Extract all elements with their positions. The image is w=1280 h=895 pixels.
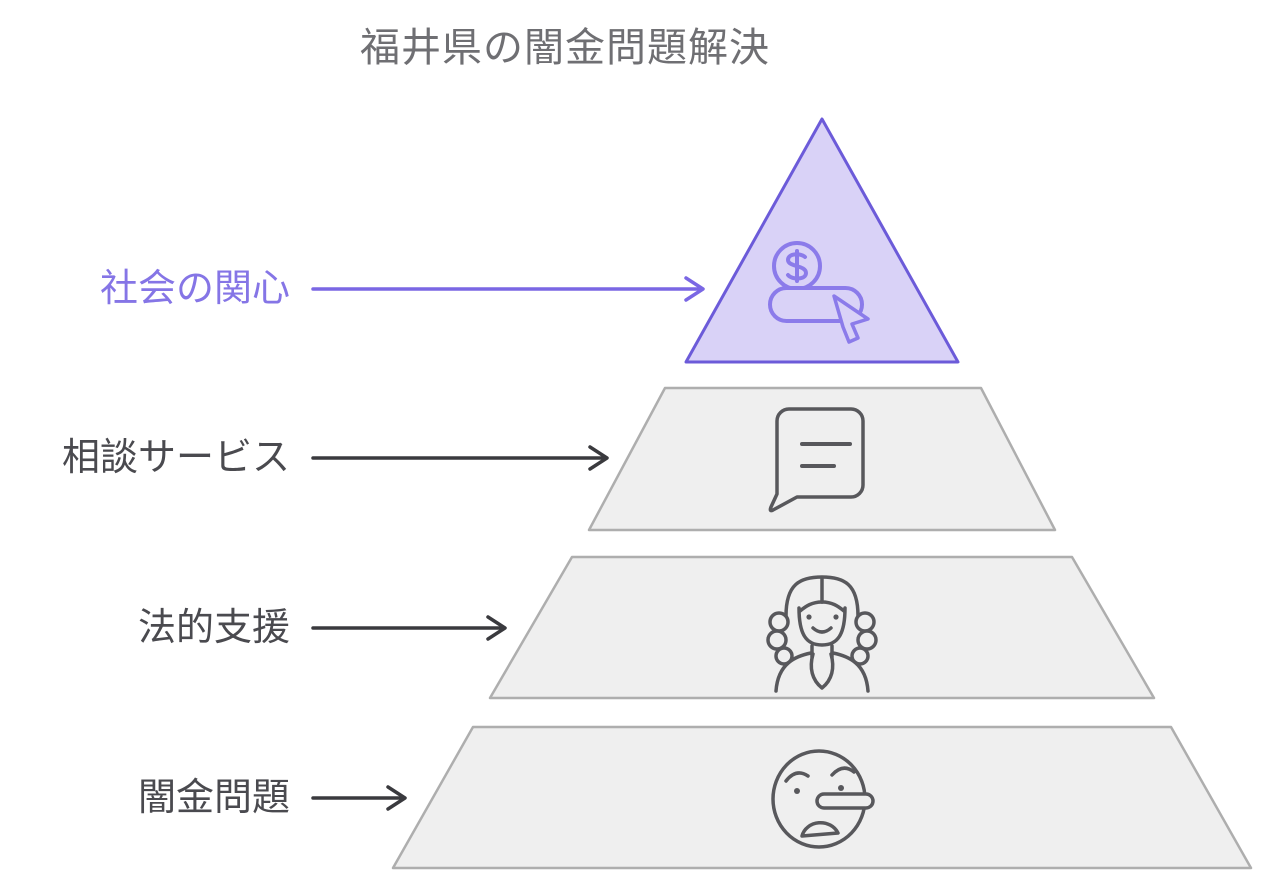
cursor-icon bbox=[832, 294, 870, 344]
cost-per-click-icon bbox=[768, 241, 870, 344]
arrow-yamikin-problem bbox=[311, 785, 407, 811]
judge-icon bbox=[766, 575, 878, 693]
pyramid-tier-3 bbox=[488, 555, 1156, 700]
diagram-title: 福井県の闇金問題解決 bbox=[360, 26, 770, 70]
arrow-social-interest bbox=[311, 276, 705, 302]
arrow-legal-support bbox=[311, 615, 507, 641]
level-label-consultation-service: 相談サービス bbox=[61, 437, 290, 479]
speech-bubble-icon bbox=[768, 407, 865, 513]
level-label-social-interest: 社会の関心 bbox=[99, 268, 290, 310]
pyramid-tier-2 bbox=[587, 386, 1057, 532]
level-label-legal-support: 法的支援 bbox=[137, 607, 290, 649]
lying-face-icon bbox=[771, 749, 875, 849]
pyramid-tier-1-triangle bbox=[684, 117, 960, 364]
arrow-consultation-service bbox=[311, 445, 609, 471]
level-label-yamikin-problem: 闇金問題 bbox=[137, 777, 290, 819]
long-nose bbox=[815, 792, 875, 810]
